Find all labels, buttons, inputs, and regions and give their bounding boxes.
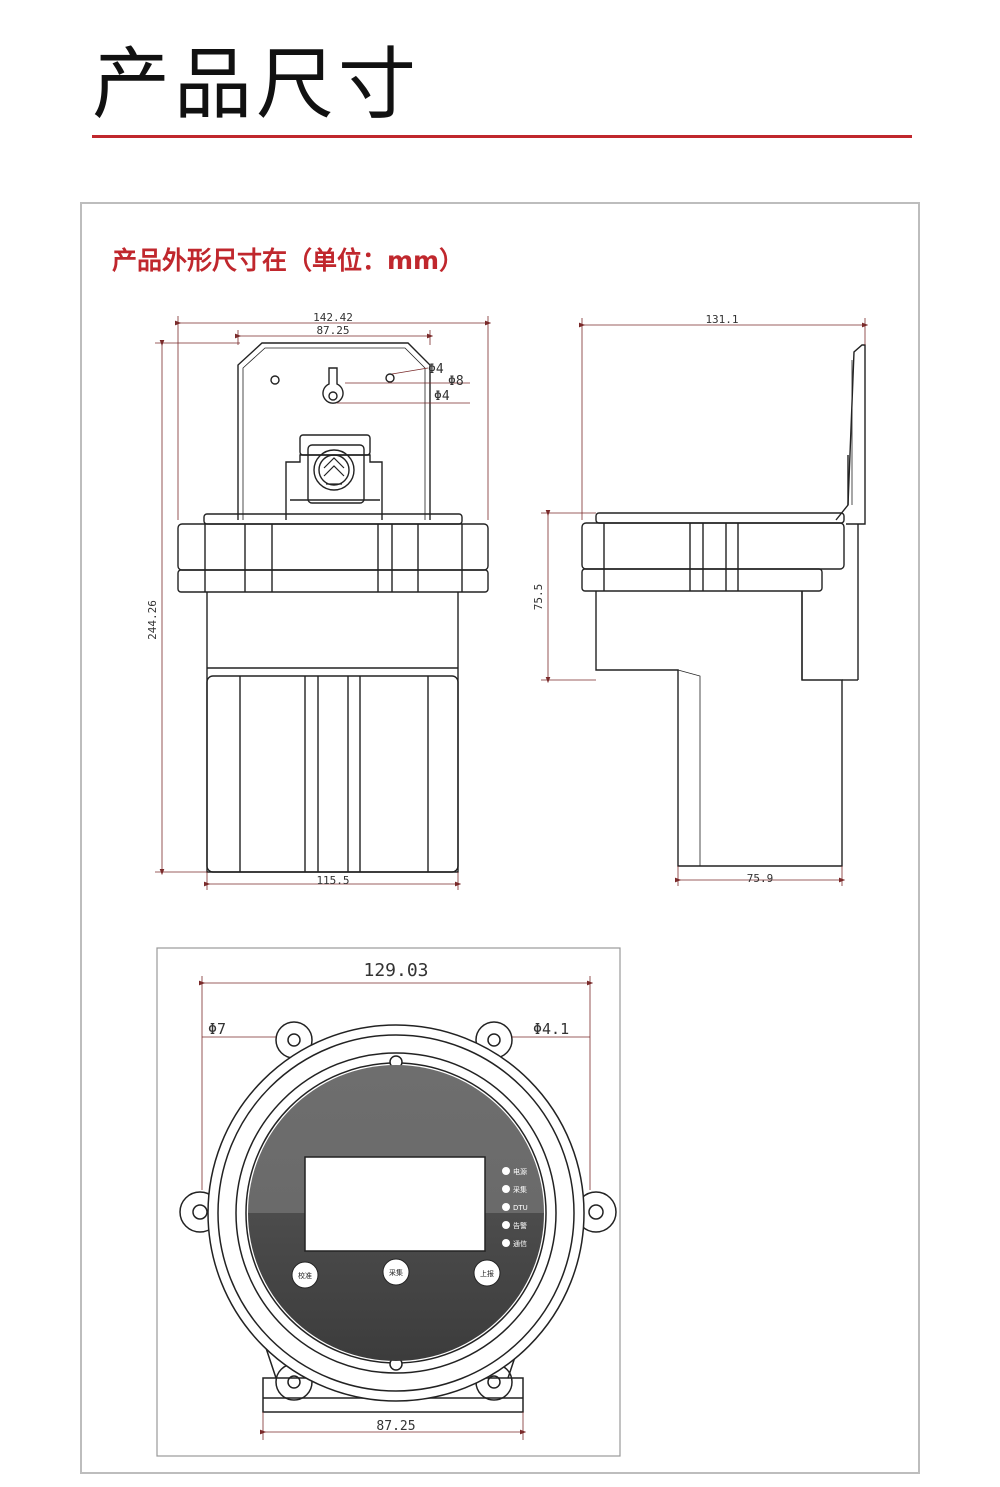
dim-side-bottom-depth: 75.9 [747,872,774,885]
cable-gland [313,449,355,491]
calibrate-button[interactable] [291,1261,319,1289]
title-divider [92,135,912,138]
led-comm-icon [502,1239,510,1247]
side-body [595,591,843,867]
mount-hole-left [270,375,280,385]
dim-top-width: 129.03 [363,960,428,981]
dim-front-height: 244.26 [146,600,159,640]
dim-hole-3: Φ4 [434,389,450,404]
side-view [581,344,866,867]
drawing-frame [80,202,920,1474]
led-collect-icon [502,1185,510,1193]
collect-button[interactable] [382,1258,410,1286]
button-label: 上报 [480,1269,494,1278]
dim-hole-2: Φ8 [448,374,464,389]
led-power-icon [502,1167,510,1175]
report-button[interactable] [473,1259,501,1287]
dim-hole-1: Φ4 [428,362,444,377]
dim-side-head-height: 75.5 [532,584,545,611]
button-label: 校准 [298,1271,312,1280]
dim-side-depth: 131.1 [705,313,738,326]
led-label: 电源 [513,1167,527,1176]
front-body [206,592,459,873]
led-label: 采集 [513,1185,527,1194]
led-alarm-icon [502,1221,510,1229]
side-head-flange [581,522,845,570]
keyhole-slot [322,367,344,404]
front-view [177,342,489,873]
dim-top-hole-right: Φ4.1 [533,1020,569,1038]
button-label: 采集 [389,1268,403,1277]
front-bracket-plate [237,342,431,520]
side-dimensions [541,318,869,886]
dim-front-width-total: 142.42 [313,311,353,324]
dim-front-width-bracket: 87.25 [316,324,349,337]
mount-hole-right [385,373,395,383]
led-label: 告警 [513,1221,527,1230]
panel-buttons: 校准 采集 上报 [291,1258,501,1289]
dim-front-bottom-width: 115.5 [316,874,349,887]
led-label: DTU [513,1204,528,1212]
dim-top-bottom-width: 87.25 [376,1419,415,1434]
page-title: 产品尺寸 [92,40,421,130]
dim-top-hole-left: Φ7 [208,1020,226,1038]
led-label: 通信 [513,1239,527,1248]
section-heading: 产品外形尺寸在（单位：mm） [112,246,465,275]
lcd-display [304,1156,486,1252]
led-dtu-icon [502,1203,510,1211]
side-bracket [835,344,866,525]
top-view-frame [156,947,621,1457]
front-head-flange [177,523,489,571]
indicator-group: 电源 采集 DTU 告警 通信 [502,1167,528,1248]
top-dimensions [198,976,594,1440]
front-dimensions [155,316,492,890]
